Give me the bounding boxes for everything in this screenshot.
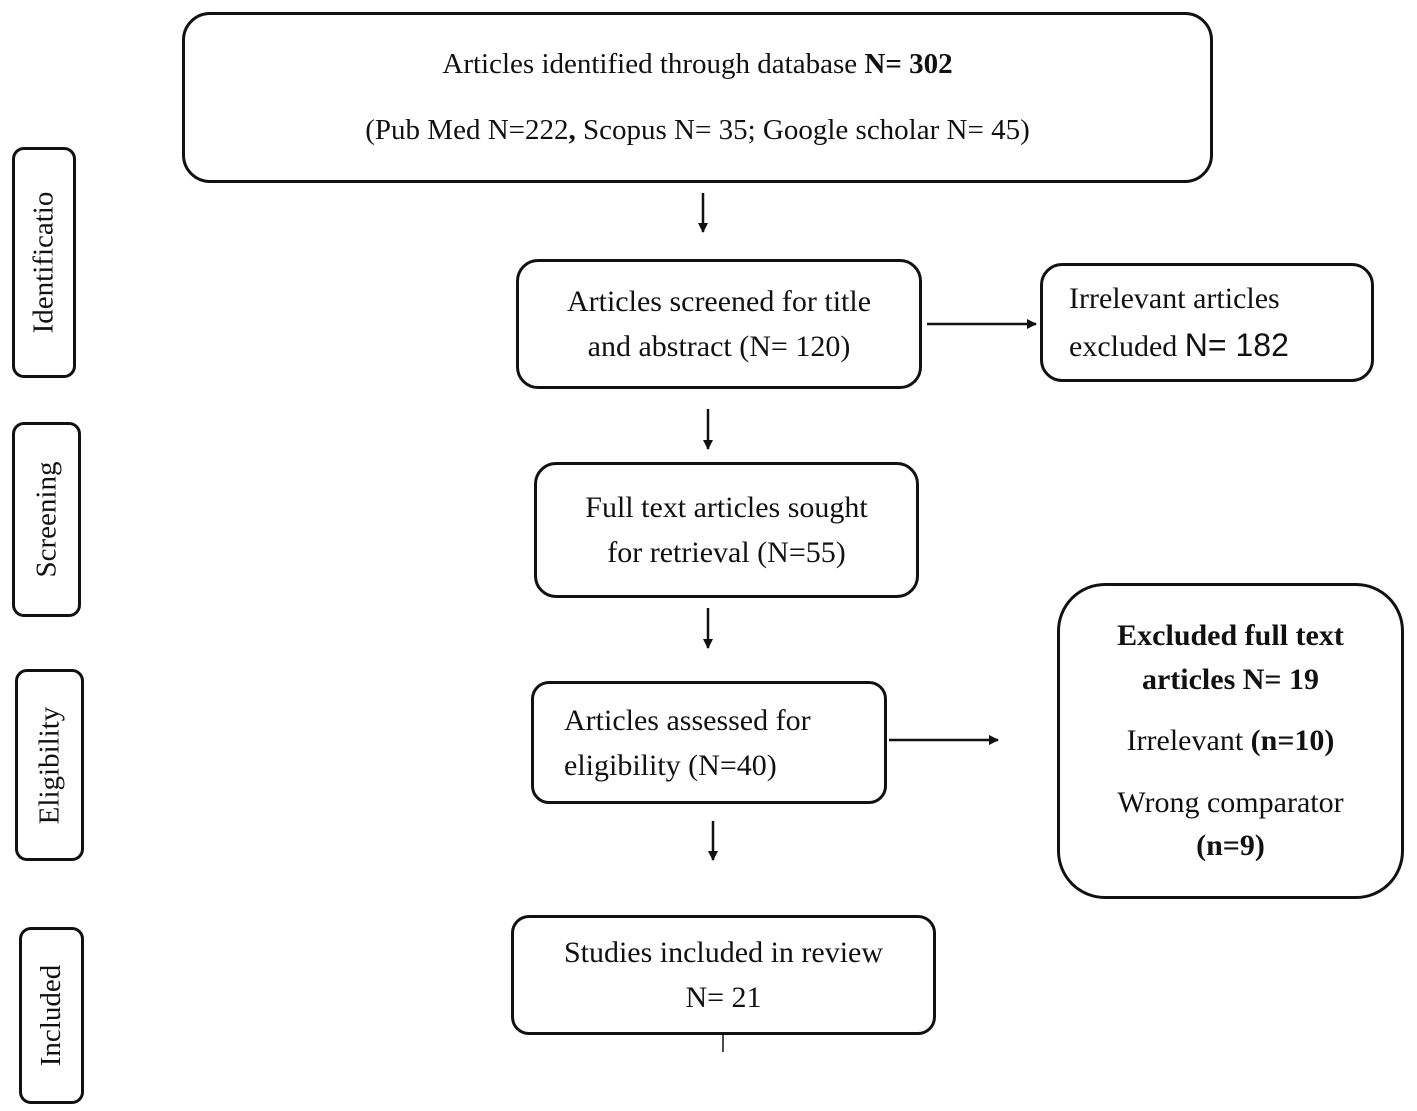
stage-included-label: Included xyxy=(19,927,84,1104)
identified-line2: (Pub Med N=222, Scopus N= 35; Google sch… xyxy=(365,113,1030,146)
screened-line2: and abstract (N= 120) xyxy=(587,330,851,363)
included-line2: N= 21 xyxy=(685,981,762,1014)
assessed-box: Articles assessed for eligibility (N=40) xyxy=(531,681,887,804)
sought-line1: Full text articles sought xyxy=(585,491,868,524)
screened-line1: Articles screened for title xyxy=(566,285,872,318)
irrelevant-excluded-box: Irrelevant articles excluded N= 182 xyxy=(1040,263,1374,382)
included-line1: Studies included in review xyxy=(563,936,884,969)
excluded-title-line1: Excluded full text xyxy=(1117,619,1344,653)
sought-box: Full text articles sought for retrieval … xyxy=(534,462,919,598)
irrelevant-excluded-line2: excluded N= 182 xyxy=(1069,327,1289,363)
assessed-line1: Articles assessed for xyxy=(564,703,811,737)
irrelevant-excluded-line1: Irrelevant articles xyxy=(1069,282,1280,315)
included-box: Studies included in review N= 21 xyxy=(511,915,936,1035)
excluded-wrong-count: (n=9) xyxy=(1196,829,1265,863)
assessed-line2: eligibility (N=40) xyxy=(564,748,777,782)
excluded-title-line2: articles N= 19 xyxy=(1141,662,1320,696)
identified-box: Articles identified through database N= … xyxy=(182,12,1213,183)
excluded-wrong-comparator: Wrong comparator xyxy=(1117,785,1344,819)
identified-line1: Articles identified through database N= … xyxy=(442,48,953,81)
sought-line2: for retrieval (N=55) xyxy=(607,536,846,569)
stage-eligibility-label: Eligibility xyxy=(15,669,84,861)
screened-box: Articles screened for title and abstract… xyxy=(516,259,922,389)
stage-identification-label: Identificatio xyxy=(12,147,76,378)
excluded-full-text-box: Excluded full text articles N= 19 Irrele… xyxy=(1057,583,1404,899)
excluded-irrelevant: Irrelevant (n=10) xyxy=(1126,724,1335,758)
stage-screening-label: Screening xyxy=(12,422,81,617)
